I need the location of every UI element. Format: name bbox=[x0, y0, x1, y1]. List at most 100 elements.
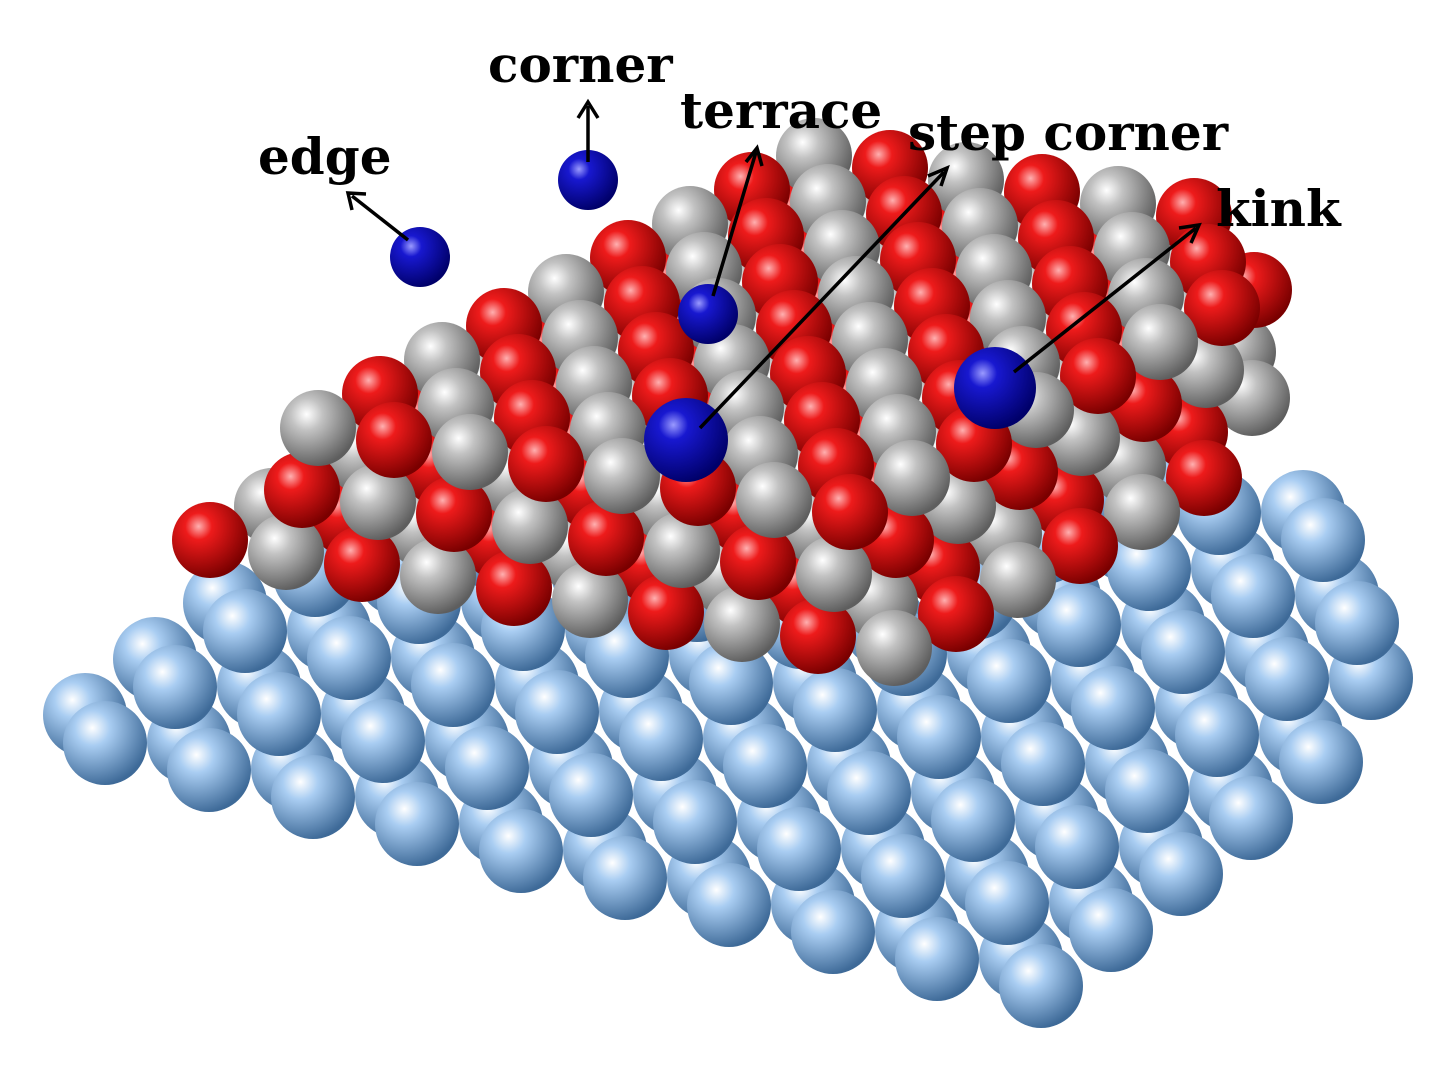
support-atom bbox=[515, 670, 599, 754]
support-atom bbox=[653, 780, 737, 864]
corner-label: corner bbox=[488, 35, 673, 94]
oxide-red-atom bbox=[264, 452, 340, 528]
support-atom bbox=[445, 726, 529, 810]
support-atom bbox=[793, 668, 877, 752]
support-atom bbox=[133, 645, 217, 729]
oxide-grey-atom bbox=[1122, 304, 1198, 380]
support-atom bbox=[549, 753, 633, 837]
oxide-red-atom bbox=[918, 576, 994, 652]
oxide-grey-atom bbox=[644, 512, 720, 588]
support-atom bbox=[791, 890, 875, 974]
support-atom bbox=[583, 836, 667, 920]
kink-label: kink bbox=[1216, 179, 1342, 238]
terrace-site-atom bbox=[678, 284, 738, 344]
oxide-grey-atom bbox=[280, 390, 356, 466]
support-atom bbox=[1139, 832, 1223, 916]
oxide-red-atom bbox=[324, 526, 400, 602]
edge-site-atom bbox=[390, 227, 450, 287]
support-atom bbox=[63, 701, 147, 785]
oxide-grey-atom bbox=[552, 562, 628, 638]
oxide-red-atom bbox=[780, 598, 856, 674]
oxide-grey-atom bbox=[400, 538, 476, 614]
oxide-red-atom bbox=[812, 474, 888, 550]
oxide-red-atom bbox=[568, 500, 644, 576]
support-atom bbox=[411, 643, 495, 727]
oxide-nanoparticle-atoms bbox=[172, 118, 1292, 686]
support-atom bbox=[1281, 498, 1365, 582]
oxide-grey-atom bbox=[736, 462, 812, 538]
oxide-grey-atom bbox=[874, 440, 950, 516]
oxide-grey-atom bbox=[1104, 474, 1180, 550]
support-atom bbox=[1105, 749, 1189, 833]
support-atom bbox=[895, 917, 979, 1001]
terrace-label: terrace bbox=[680, 81, 882, 140]
oxide-red-atom bbox=[1166, 440, 1242, 516]
edge-arrowhead bbox=[345, 191, 367, 211]
support-atom bbox=[1175, 693, 1259, 777]
oxide-red-atom bbox=[476, 550, 552, 626]
support-atom bbox=[1069, 888, 1153, 972]
terrace-arrow bbox=[711, 151, 758, 297]
support-atom bbox=[1035, 805, 1119, 889]
support-atom bbox=[1279, 720, 1363, 804]
corner-arrowhead bbox=[576, 98, 600, 119]
support-atom bbox=[1211, 554, 1295, 638]
oxide-grey-atom bbox=[340, 464, 416, 540]
support-atom bbox=[1071, 666, 1155, 750]
support-atom bbox=[757, 807, 841, 891]
support-atom bbox=[237, 672, 321, 756]
oxide-grey-atom bbox=[796, 536, 872, 612]
terrace-arrowhead bbox=[744, 144, 764, 167]
oxide-grey-atom bbox=[704, 586, 780, 662]
support-atom bbox=[1315, 581, 1399, 665]
oxide-red-atom bbox=[1042, 508, 1118, 584]
edge-label: edge bbox=[258, 127, 392, 186]
support-atom bbox=[167, 728, 251, 812]
oxide-red-atom bbox=[356, 402, 432, 478]
support-atom bbox=[203, 589, 287, 673]
oxide-grey-atom bbox=[492, 488, 568, 564]
oxide-grey-atom bbox=[248, 514, 324, 590]
support-atom bbox=[307, 616, 391, 700]
support-atom bbox=[271, 755, 355, 839]
support-atom bbox=[1245, 637, 1329, 721]
oxide-red-atom bbox=[1060, 338, 1136, 414]
kink-arrowhead bbox=[1178, 222, 1202, 244]
corner-site-atom bbox=[558, 150, 618, 210]
oxide-red-atom bbox=[720, 524, 796, 600]
site-labels: corner edge terrace step corner kink bbox=[258, 35, 1342, 238]
step-corner-arrowhead bbox=[927, 164, 950, 187]
support-atom bbox=[619, 697, 703, 781]
oxide-grey-atom bbox=[980, 542, 1056, 618]
oxide-red-atom bbox=[1184, 270, 1260, 346]
kink-arrow bbox=[1012, 226, 1198, 374]
oxide-red-atom bbox=[508, 426, 584, 502]
edge-arrow bbox=[350, 194, 410, 242]
oxide-grey-atom bbox=[856, 610, 932, 686]
step-corner-label: step corner bbox=[908, 103, 1229, 162]
support-atom bbox=[861, 834, 945, 918]
support-atom bbox=[897, 695, 981, 779]
support-atom bbox=[375, 782, 459, 866]
support-atom bbox=[967, 639, 1051, 723]
oxide-red-atom bbox=[416, 476, 492, 552]
support-atom bbox=[1001, 722, 1085, 806]
support-atom bbox=[1107, 527, 1191, 611]
support-atom bbox=[827, 751, 911, 835]
support-atom bbox=[723, 724, 807, 808]
support-atom bbox=[479, 809, 563, 893]
label-pointers bbox=[345, 98, 1202, 430]
support-atom bbox=[687, 863, 771, 947]
support-atom bbox=[1141, 610, 1225, 694]
oxide-grey-atom bbox=[432, 414, 508, 490]
oxide-grey-atom bbox=[584, 438, 660, 514]
kink-site-atom bbox=[954, 347, 1036, 429]
oxide-red-atom bbox=[172, 502, 248, 578]
support-atom bbox=[931, 778, 1015, 862]
support-atom bbox=[1209, 776, 1293, 860]
support-atom bbox=[999, 944, 1083, 1028]
step-corner-arrow bbox=[698, 170, 946, 430]
oxide-red-atom bbox=[628, 574, 704, 650]
support-atom bbox=[1037, 583, 1121, 667]
